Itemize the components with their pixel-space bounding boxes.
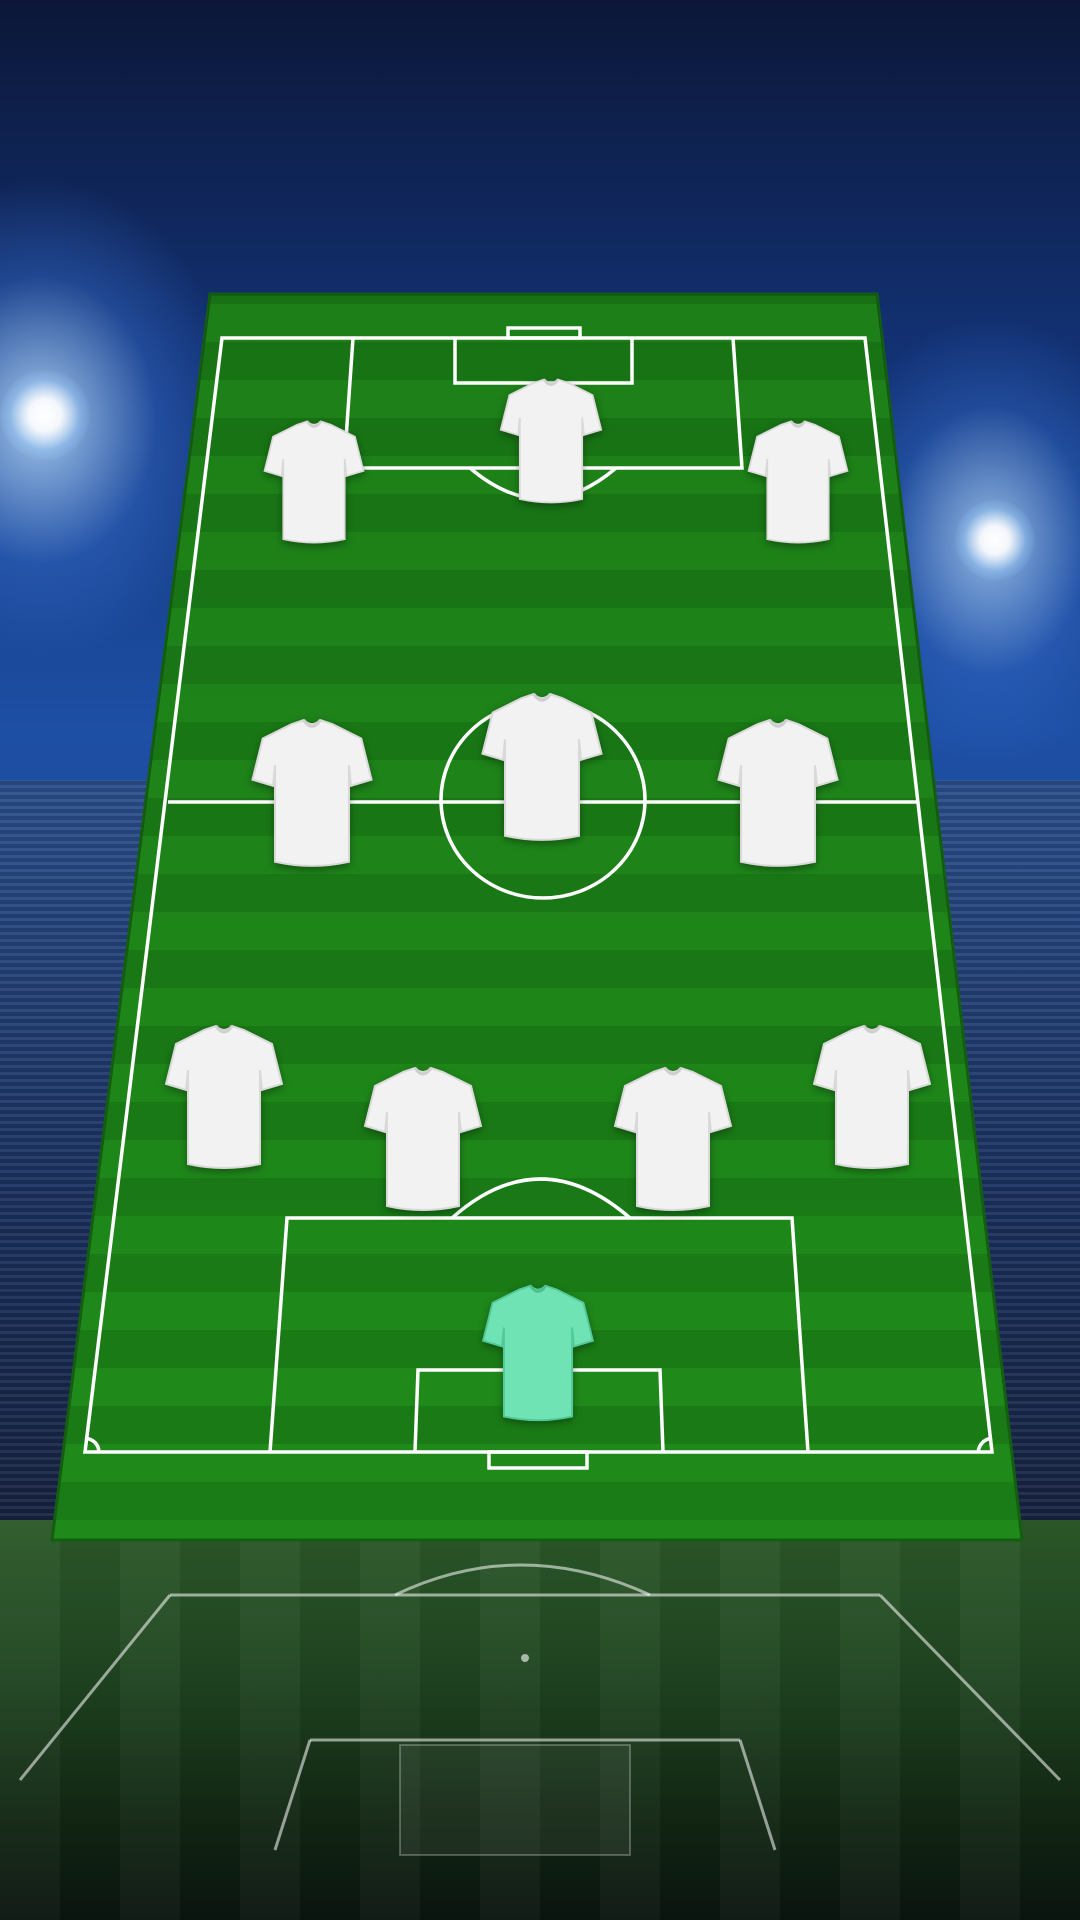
- shirt-icon: [363, 1066, 483, 1211]
- shirt-icon: [717, 718, 839, 867]
- jersey-forward-left[interactable]: [256, 418, 372, 546]
- jersey-midfielder-center[interactable]: [476, 690, 608, 844]
- jersey-forward-right[interactable]: [740, 418, 856, 546]
- shirt-icon: [251, 718, 373, 867]
- shirt-icon: [812, 1024, 932, 1169]
- shirt-icon: [613, 1066, 733, 1211]
- floodlight-right: [955, 500, 1035, 580]
- jersey-defender-center-left[interactable]: [360, 1064, 486, 1214]
- shirt-icon: [263, 420, 365, 544]
- background-pitch: [0, 1520, 1080, 1920]
- jersey-defender-right[interactable]: [808, 1022, 936, 1172]
- jersey-defender-left[interactable]: [160, 1022, 288, 1172]
- jersey-midfielder-right[interactable]: [712, 716, 844, 870]
- jersey-forward-center[interactable]: [490, 376, 612, 506]
- shirt-icon: [499, 378, 603, 504]
- shirt-icon: [481, 1284, 595, 1422]
- jersey-defender-center-right[interactable]: [610, 1064, 736, 1214]
- jersey-midfielder-left[interactable]: [246, 716, 378, 870]
- shirt-icon: [164, 1024, 284, 1169]
- jersey-goalkeeper[interactable]: [476, 1282, 600, 1424]
- shirt-icon: [747, 420, 849, 544]
- floodlight-left: [0, 370, 90, 460]
- shirt-icon: [481, 692, 603, 841]
